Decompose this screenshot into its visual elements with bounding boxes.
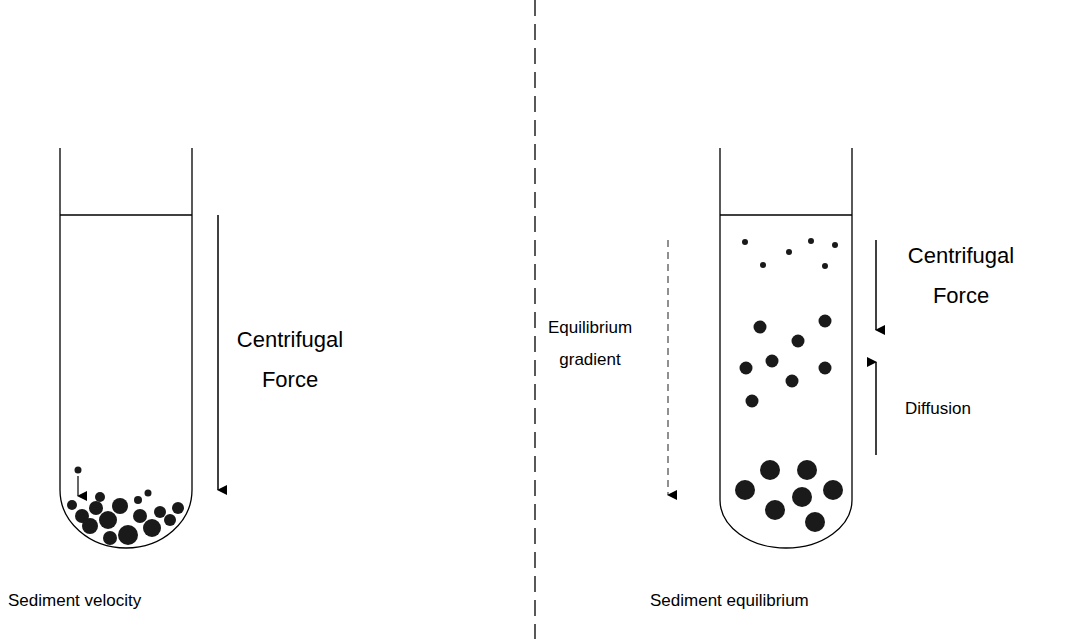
text-label: Sediment equilibrium xyxy=(650,590,890,612)
test-tube-right xyxy=(720,148,852,548)
diffusion-arrow xyxy=(875,362,877,455)
gradient-arrow xyxy=(667,240,668,495)
text-label: Centrifugal Force xyxy=(225,320,355,400)
text-label: Sediment velocity xyxy=(8,590,228,612)
text-label: Diffusion xyxy=(905,398,1025,420)
test-tube-left xyxy=(60,148,192,548)
text-label: Equilibrium gradient xyxy=(540,312,640,376)
force-arrow xyxy=(875,240,877,330)
text-label: Centrifugal Force xyxy=(896,236,1026,316)
divider-line xyxy=(534,0,535,639)
force-arrow xyxy=(217,215,219,490)
